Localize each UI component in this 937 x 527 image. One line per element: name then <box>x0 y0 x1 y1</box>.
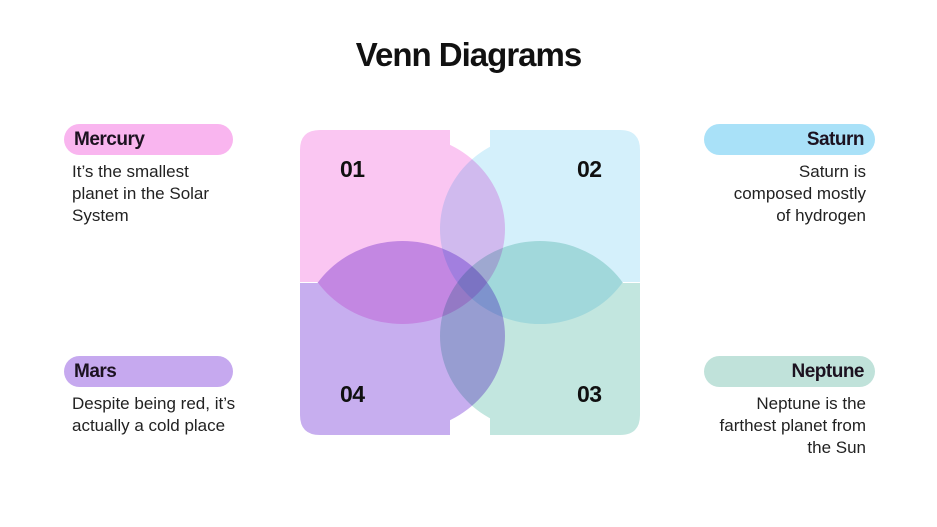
page-title: Venn Diagrams <box>355 36 582 73</box>
venn-segment-02-number: 02 <box>577 156 602 182</box>
mars-description: Despite being red, it’s actually a cold … <box>72 394 236 435</box>
neptune-description: Neptune is the farthest planet from the … <box>719 394 866 457</box>
mercury-pill-label: Mercury <box>74 128 145 150</box>
mercury-description: It’s the smallest planet in the Solar Sy… <box>72 162 210 225</box>
venn-segment-03-number: 03 <box>577 381 602 407</box>
venn-segment-04-number: 04 <box>340 381 365 407</box>
neptune-pill-label: Neptune <box>791 360 865 382</box>
saturn-pill: Saturn <box>704 124 875 155</box>
mars-pill-label: Mars <box>74 360 117 382</box>
mars-pill: Mars <box>64 356 233 387</box>
mercury-pill: Mercury <box>64 124 233 155</box>
saturn-pill-label: Saturn <box>806 128 865 150</box>
venn-diagram: 01 02 03 04 <box>300 130 640 435</box>
saturn-description: Saturn is composed mostly of hydrogen <box>733 162 866 225</box>
venn-segment-01-number: 01 <box>340 156 365 182</box>
neptune-pill: Neptune <box>704 356 875 387</box>
venn-segment-04-shape <box>300 241 505 435</box>
